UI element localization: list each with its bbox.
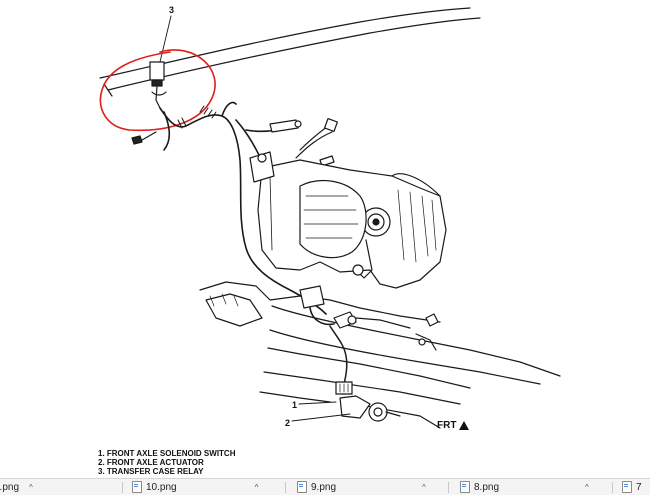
- download-filename: 1.png: [0, 481, 20, 493]
- divider: [448, 482, 449, 493]
- front-axle-solenoid-switch: [298, 381, 353, 405]
- axle-harness: [329, 325, 348, 385]
- harness-loom: [177, 105, 217, 129]
- divider: [285, 482, 286, 493]
- download-filename: 10.png: [146, 481, 177, 493]
- download-item[interactable]: 8.png ^: [460, 481, 589, 493]
- file-icon: [132, 481, 142, 493]
- transfer-case-relay: [149, 15, 172, 109]
- legend-item: 1. FRONT AXLE SOLENOID SWITCH: [98, 449, 236, 458]
- download-filename: 9.png: [311, 481, 337, 493]
- download-filename: 8.png: [474, 481, 500, 493]
- download-item[interactable]: 1.png ^: [0, 481, 33, 493]
- download-bar: 1.png ^ 10.png ^ 9.png ^ 8.png ^ 7: [0, 478, 650, 495]
- transfer-case-wiring-diagram: [99, 7, 561, 429]
- chevron-up-icon[interactable]: ^: [422, 482, 426, 492]
- file-icon: [460, 481, 470, 493]
- callout-1: 1: [292, 400, 298, 410]
- file-icon: [622, 481, 632, 493]
- file-icon: [297, 481, 307, 493]
- chevron-up-icon[interactable]: ^: [29, 482, 33, 492]
- ground-strap: [131, 131, 157, 145]
- download-item[interactable]: 9.png ^: [297, 481, 426, 493]
- highlight-circle: [99, 49, 216, 132]
- callout-3: 3: [169, 5, 175, 15]
- download-item[interactable]: 7: [622, 481, 642, 493]
- chevron-up-icon[interactable]: ^: [254, 482, 259, 492]
- arrow-up-icon: [459, 421, 470, 430]
- frt-label: FRT: [437, 420, 457, 431]
- front-direction-indicator: FRT: [437, 420, 470, 431]
- download-filename: 7: [636, 481, 642, 493]
- download-item[interactable]: 10.png ^: [132, 481, 258, 493]
- chevron-up-icon[interactable]: ^: [585, 482, 589, 492]
- diagram-legend: 1. FRONT AXLE SOLENOID SWITCH 2. FRONT A…: [98, 449, 235, 476]
- frame-rail: [199, 281, 561, 429]
- front-driveline: [299, 285, 439, 351]
- front-axle-actuator: [291, 395, 401, 422]
- vent-hose: [269, 117, 339, 167]
- callout-2: 2: [285, 418, 291, 428]
- legend-item: 2. FRONT AXLE ACTUATOR: [98, 458, 204, 467]
- divider: [122, 482, 123, 493]
- transfer-case: [249, 151, 447, 289]
- divider: [612, 482, 613, 493]
- legend-item: 3. TRANSFER CASE RELAY: [98, 467, 204, 476]
